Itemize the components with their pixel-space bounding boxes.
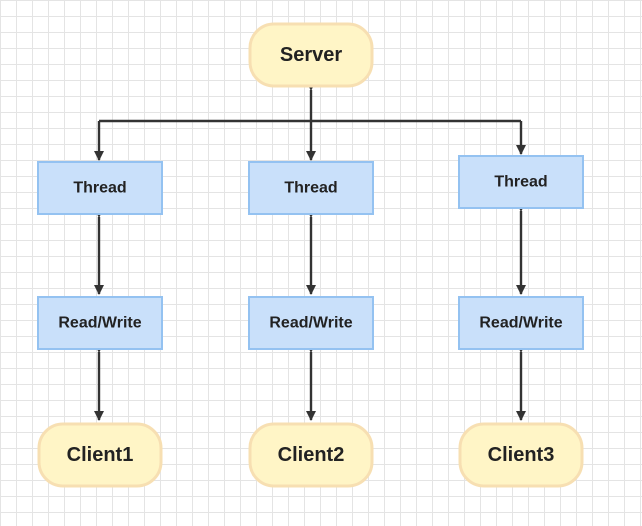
client-label-2: Client2: [278, 444, 345, 466]
read-write-node-3: Read/Write: [458, 296, 584, 350]
read-write-label-1: Read/Write: [58, 315, 141, 332]
server-label: Server: [280, 44, 342, 66]
thread-label-3: Thread: [494, 174, 547, 191]
client-node-3: Client3: [458, 422, 584, 488]
client-node-1: Client1: [37, 422, 163, 488]
server-node: Server: [248, 22, 374, 88]
read-write-node-2: Read/Write: [248, 296, 374, 350]
thread-node-2: Thread: [248, 161, 374, 215]
client-label-1: Client1: [67, 444, 134, 466]
thread-node-3: Thread: [458, 155, 584, 209]
thread-label-1: Thread: [73, 180, 126, 197]
read-write-label-2: Read/Write: [269, 315, 352, 332]
thread-node-1: Thread: [37, 161, 163, 215]
read-write-node-1: Read/Write: [37, 296, 163, 350]
client-label-3: Client3: [488, 444, 555, 466]
connector-lines: [94, 81, 526, 421]
thread-label-2: Thread: [284, 180, 337, 197]
read-write-label-3: Read/Write: [479, 315, 562, 332]
client-node-2: Client2: [248, 422, 374, 488]
